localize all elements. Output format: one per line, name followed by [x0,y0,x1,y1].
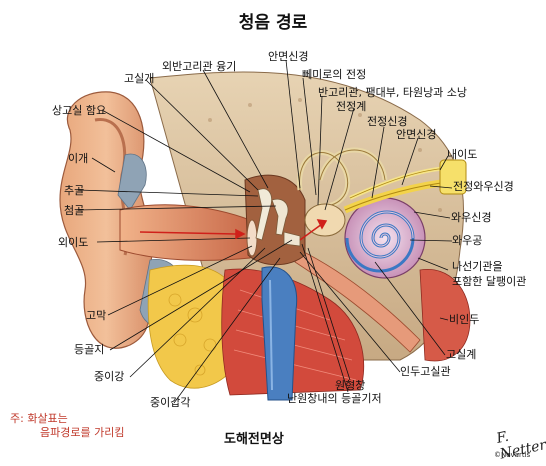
jugular-vein [261,266,298,401]
arrow-note: 주: 화살표는 음파경로를 가리킴 [10,412,124,440]
label-cochlear-nerve: 와우신경 [451,211,492,224]
malleus [255,188,273,241]
copyright-brand: ©Novartis [494,451,531,459]
label-semicircular-canals: 반고리관, 팽대부, 타원낭과 소낭 [318,86,468,99]
label-tympanic-membrane: 고막 [86,309,107,322]
label-lateral-canal-prominence: 외반고리관 융기 [162,60,237,73]
label-ear-canal: 외이도 [58,236,89,249]
label-scala-vestibuli: 전정계 [336,100,367,113]
label-middle-ear-cavity: 중이강 [94,370,125,383]
label-round-window: 원형창 [335,379,366,392]
arrow-note-line2: 음파경로를 가리킴 [40,426,125,439]
label-incus: 첨골 [64,204,85,217]
label-facial-nerve-right: 안면신경 [396,128,437,141]
label-epitympanic-recess: 상고실 함요 [52,104,107,117]
label-cochlear-aperture: 와우공 [452,234,483,247]
label-vestibulocochlear-nerve: 전정와우신경 [453,180,514,193]
label-tegmen-top: 고실개 [124,72,155,85]
label-scala-tympani: 고실계 [446,348,477,361]
label-vestibular-nerve: 전정신경 [367,115,408,128]
label-stapes: 등골지 [74,343,105,356]
leader-lines [77,59,453,404]
diagram-title: 청음 경로 [238,13,308,33]
label-internal-canal: 내이도 [447,148,478,161]
label-malleus: 추골 [64,184,85,197]
label-auricle: 이개 [68,152,89,165]
incus [271,198,289,236]
netter-logo: F. Netter ©Novartis [494,424,546,463]
label-nasopharynx: 비인두 [449,313,480,326]
sound-path-arrows [139,219,328,241]
label-vestibule-labyrinth: 뻬미로의 전정 [302,68,367,81]
label-cochlea-line1: 나선기관을 [452,260,503,273]
diagram-caption: 도해전면상 [224,432,284,447]
label-facial-nerve-top: 안면신경 [268,50,309,63]
arrow-note-line1: 주: 화살표는 [10,412,68,425]
auricle-cartilage [117,153,147,211]
label-oval-window-stapes: 난원창내의 등골기저 [287,392,382,405]
label-concha: 중이갑각 [150,396,191,409]
label-eustachian-tube: 인두고실관 [400,365,451,378]
vestibule [304,203,346,237]
internal-canal [439,159,467,195]
label-cochlea-line2: 포함한 달팽이관 [452,275,527,288]
parotid-fat [147,264,241,389]
